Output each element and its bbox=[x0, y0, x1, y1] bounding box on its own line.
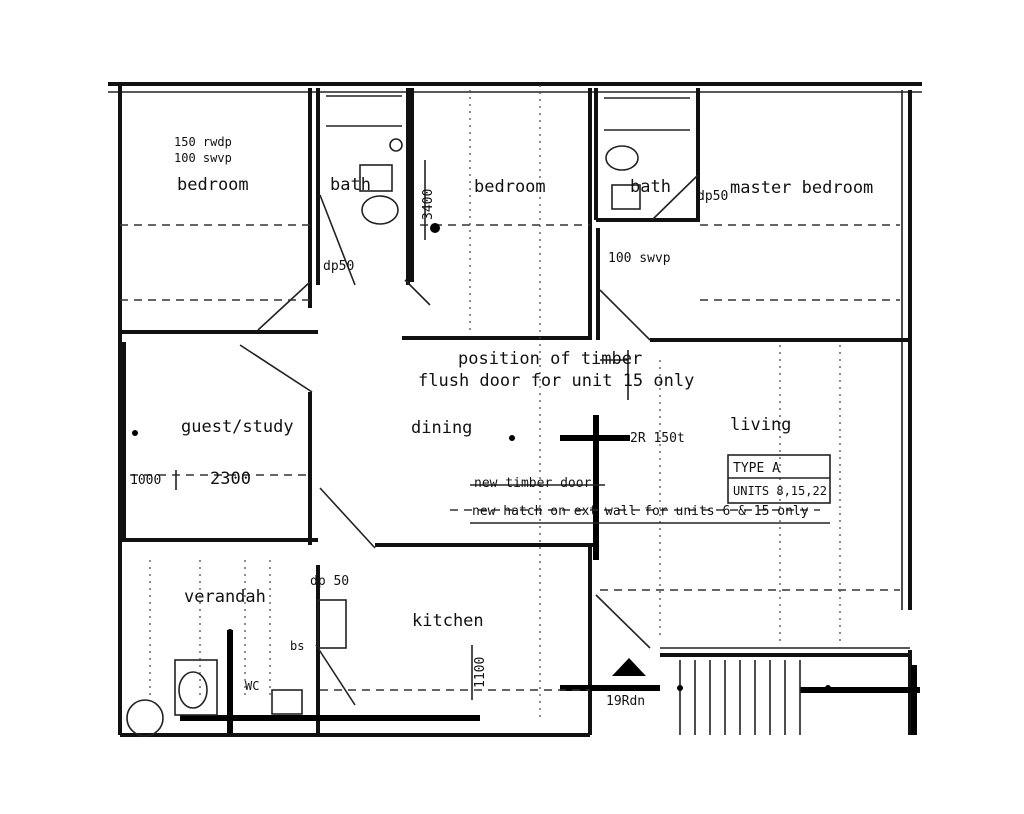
dimension-marks bbox=[175, 160, 629, 700]
outer-walls bbox=[108, 82, 922, 735]
note-rwdp: 150 rwdp bbox=[174, 135, 232, 149]
room-label-bedroom-2: bedroom bbox=[474, 177, 546, 197]
fixtures bbox=[126, 138, 831, 737]
room-label-bath-1: bath bbox=[330, 175, 371, 195]
note-riser-19r: 19Rdn bbox=[606, 694, 645, 709]
room-label-living: living bbox=[730, 415, 791, 435]
note-swvp-2: 100 swvp bbox=[608, 251, 671, 266]
room-label-guest-study: guest/study bbox=[181, 417, 294, 437]
note-new-door: new timber door bbox=[474, 476, 592, 491]
note-wc: WC bbox=[245, 679, 259, 693]
dashed-grid bbox=[120, 85, 900, 720]
type-box-line-2: UNITS 8,15,22 bbox=[733, 484, 827, 498]
interior-walls bbox=[120, 88, 920, 737]
note-timber-line-1: position of timber bbox=[458, 349, 642, 369]
type-box-line-1: TYPE A bbox=[733, 461, 780, 476]
note-bs: bs bbox=[290, 639, 304, 653]
note-swvp-1: 100 swvp bbox=[174, 151, 232, 165]
dim-1100: 1100 bbox=[473, 657, 488, 688]
room-label-master-bedroom: master bedroom bbox=[730, 178, 873, 198]
note-new-hatch: new hatch on ext wall for units 6 & 15 o… bbox=[472, 504, 809, 519]
note-dp50-1: dp50 bbox=[323, 259, 354, 274]
room-label-bath-2: bath bbox=[630, 177, 671, 197]
note-riser-2r: 2R 150t bbox=[630, 431, 685, 446]
note-dp50-2: dp50 bbox=[697, 189, 728, 204]
dim-1000: 1000 bbox=[130, 473, 161, 488]
note-timber-line-2: flush door for unit 15 only bbox=[418, 371, 694, 391]
room-label-verandah: verandah bbox=[184, 587, 266, 607]
room-label-dining: dining bbox=[411, 418, 472, 438]
type-box bbox=[727, 454, 831, 504]
note-dp50-3: dp 50 bbox=[310, 574, 349, 589]
room-label-kitchen: kitchen bbox=[412, 611, 484, 631]
door-swings bbox=[239, 174, 699, 706]
room-label-bedroom-1: bedroom bbox=[177, 175, 249, 195]
dim-3400: 3400 bbox=[421, 189, 436, 220]
stairs bbox=[679, 660, 801, 735]
stair-direction-arrow-icon bbox=[612, 658, 646, 676]
dim-2300: 2300 bbox=[210, 469, 251, 489]
